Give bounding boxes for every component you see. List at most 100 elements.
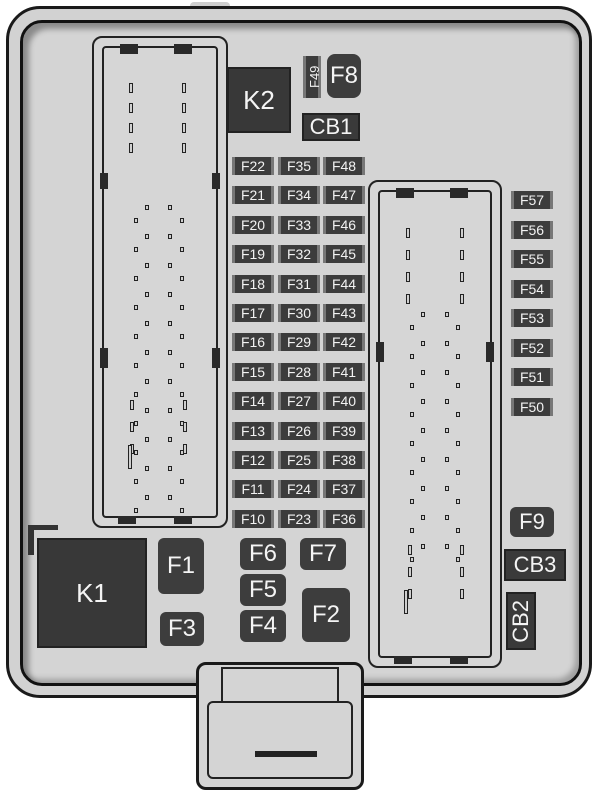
connector-pin	[410, 557, 414, 562]
fuse-f37[interactable]: F37	[323, 480, 365, 499]
cb2-label: CB2	[508, 599, 533, 643]
connector-pin	[410, 383, 414, 388]
connector-pin	[406, 228, 410, 238]
connector-pin	[129, 123, 133, 133]
connector-pin	[130, 422, 134, 432]
fuse-f23[interactable]: F23	[278, 509, 320, 528]
fuse-f50[interactable]: F50	[511, 397, 553, 416]
connector-pin	[134, 479, 138, 484]
connector-pin	[445, 544, 449, 549]
fuse-f1[interactable]: F1	[158, 538, 204, 594]
connector-pin	[456, 354, 460, 359]
connector-pin	[182, 103, 186, 113]
fuse-f21[interactable]: F21	[232, 186, 274, 205]
fuse-f20[interactable]: F20	[232, 215, 274, 234]
fuse-f46[interactable]: F46	[323, 215, 365, 234]
fuse-f48[interactable]: F48	[323, 157, 365, 175]
fuse-f49[interactable]: F49	[303, 56, 322, 98]
connector-pin	[460, 228, 464, 238]
fuse-f8[interactable]: F8	[327, 54, 361, 98]
fuse-f3[interactable]: F3	[160, 612, 204, 646]
fuse-f10[interactable]: F10	[232, 509, 274, 528]
connector-pin	[460, 294, 464, 304]
connector-pin	[182, 143, 186, 153]
fuse-f51[interactable]: F51	[511, 368, 553, 386]
relay-k2-label: K2	[243, 84, 275, 115]
fuse-f27[interactable]: F27	[278, 392, 320, 411]
fuse-f25[interactable]: F25	[278, 451, 320, 469]
fuse-f56[interactable]: F56	[511, 220, 553, 239]
fuse-f29[interactable]: F29	[278, 333, 320, 352]
connector-pin	[456, 557, 460, 562]
fuse-f55[interactable]: F55	[511, 250, 553, 268]
fuse-f32[interactable]: F32	[278, 245, 320, 264]
connector-pin	[421, 486, 425, 491]
connector-pin	[134, 276, 138, 281]
fuse-f6[interactable]: F6	[240, 538, 286, 570]
fuse-f12[interactable]: F12	[232, 451, 274, 469]
fuse-f9-label: F9	[519, 509, 545, 534]
connector-pin	[406, 250, 410, 260]
fuse-f38[interactable]: F38	[323, 451, 365, 469]
connector-pin	[410, 412, 414, 417]
fuse-f2[interactable]: F2	[302, 588, 350, 642]
circuit-breaker-cb3[interactable]: CB3	[504, 549, 566, 581]
fuse-f5[interactable]: F5	[240, 574, 286, 606]
fuse-f9[interactable]: F9	[510, 507, 554, 537]
fuse-f14[interactable]: F14	[232, 392, 274, 411]
fuse-f36[interactable]: F36	[323, 509, 365, 528]
fuse-f7[interactable]: F7	[300, 538, 346, 570]
fuse-f16[interactable]: F16	[232, 333, 274, 352]
fuse-f18[interactable]: F18	[232, 274, 274, 293]
fuse-f57[interactable]: F57	[511, 191, 553, 209]
connector-pin	[183, 444, 187, 454]
fuse-f17[interactable]: F17	[232, 304, 274, 322]
relay-k2[interactable]: K2	[227, 67, 291, 133]
fuse-f4[interactable]: F4	[240, 610, 286, 642]
fuse-f52[interactable]: F52	[511, 338, 553, 357]
fuse-f47[interactable]: F47	[323, 186, 365, 205]
fuse-f22[interactable]: F22	[232, 157, 274, 175]
relay-k1[interactable]: K1	[37, 538, 147, 648]
fuse-f15[interactable]: F15	[232, 362, 274, 381]
fuse-f45[interactable]: F45	[323, 245, 365, 264]
fuse-f44[interactable]: F44	[323, 274, 365, 293]
fuse-f19[interactable]: F19	[232, 245, 274, 264]
fuse-f35[interactable]: F35	[278, 157, 320, 175]
connector-pin	[168, 234, 172, 239]
circuit-breaker-cb2[interactable]: CB2	[506, 592, 536, 650]
connector-pin	[129, 143, 133, 153]
fuse-f31[interactable]: F31	[278, 274, 320, 293]
fuse-f42[interactable]: F42	[323, 333, 365, 352]
fuse-f11[interactable]: F11	[232, 480, 274, 499]
fuse-f54[interactable]: F54	[511, 279, 553, 298]
fuse-f43[interactable]: F43	[323, 304, 365, 322]
connector-pin	[180, 334, 184, 339]
connector-pin	[445, 515, 449, 520]
fuse-f8-label: F8	[329, 62, 358, 89]
fuse-f26[interactable]: F26	[278, 421, 320, 440]
fuse-f28[interactable]: F28	[278, 362, 320, 381]
connector-pin	[460, 272, 464, 282]
fuse-f39[interactable]: F39	[323, 421, 365, 440]
connector-pin	[168, 350, 172, 355]
connector-pin	[408, 567, 412, 577]
fuse-f13[interactable]: F13	[232, 421, 274, 440]
bottom-harness-connector	[196, 662, 364, 790]
fuse-f33[interactable]: F33	[278, 215, 320, 234]
fuse-f53[interactable]: F53	[511, 309, 553, 327]
fuse-f34[interactable]: F34	[278, 186, 320, 205]
connector-pin	[134, 508, 138, 513]
left-connector	[92, 36, 228, 528]
fuse-f41[interactable]: F41	[323, 362, 365, 381]
connector-pin	[460, 589, 464, 599]
fuse-f24[interactable]: F24	[278, 480, 320, 499]
connector-pin	[130, 400, 134, 410]
connector-pin	[180, 479, 184, 484]
connector-pin	[421, 515, 425, 520]
circuit-breaker-cb1[interactable]: CB1	[302, 113, 360, 141]
fuse-f30[interactable]: F30	[278, 304, 320, 322]
connector-pin	[456, 528, 460, 533]
fuse-f40[interactable]: F40	[323, 392, 365, 411]
connector-pin	[445, 428, 449, 433]
